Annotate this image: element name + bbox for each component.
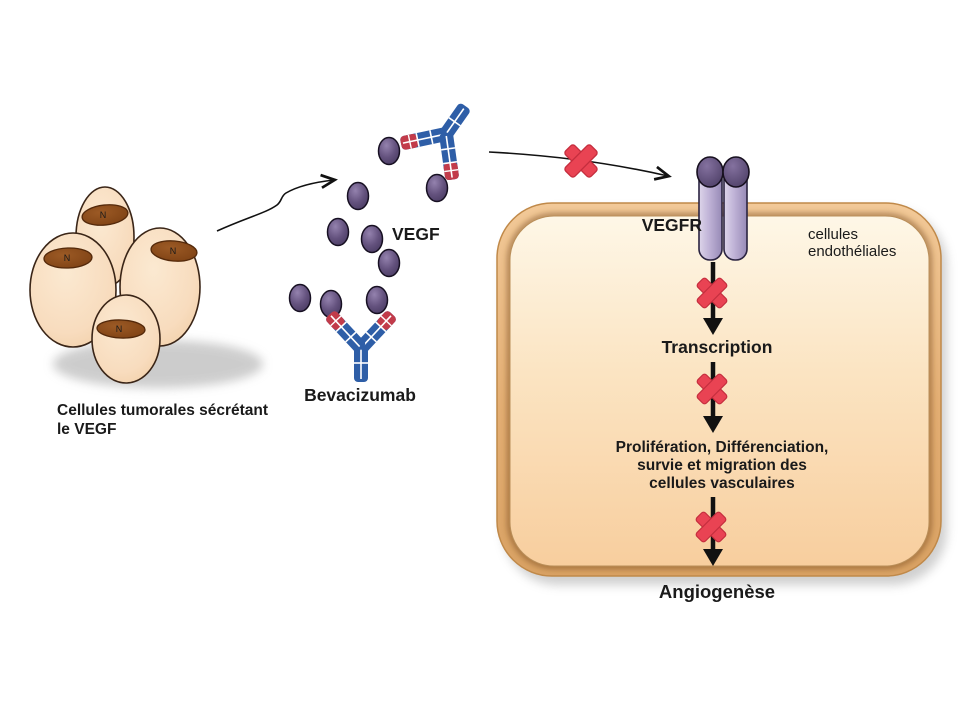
- vegf-label: VEGF: [392, 224, 440, 244]
- cell-type-line2: endothéliales: [808, 243, 896, 260]
- vegf-molecule: [365, 285, 389, 315]
- effects-line3: cellules vasculaires: [649, 475, 795, 492]
- bevacizumab-antibody: [323, 308, 399, 383]
- nucleus-label: N: [64, 253, 71, 263]
- receptor-head: [696, 156, 724, 188]
- tumor-cell: N: [29, 232, 117, 348]
- bevacizumab-label: Bevacizumab: [304, 385, 416, 405]
- secretion-arrow: [216, 173, 338, 232]
- nucleus-label: N: [116, 324, 123, 334]
- bevacizumab-antibody: [393, 84, 497, 188]
- effects-line1: Prolifération, Différenciation,: [616, 439, 829, 456]
- vegf-molecule: [377, 136, 401, 166]
- tumor-cell-nucleus: [81, 204, 129, 226]
- tumor-cell-nucleus: [150, 240, 198, 262]
- vegf-molecule: [360, 224, 384, 254]
- vegf-molecule: [346, 181, 370, 211]
- vegf-molecule: [425, 173, 449, 203]
- transcription-label: Transcription: [662, 337, 773, 357]
- tumor-caption-line1: Cellules tumorales sécrétant: [57, 402, 268, 419]
- inhibition-x-icon: [563, 143, 599, 179]
- vegfr-receptor: [696, 156, 750, 261]
- vegf-molecules-group: [288, 181, 401, 319]
- vegfr-label: VEGFR: [642, 215, 703, 235]
- tumor-cells-group: N N N N Cellules tumorales sécrétant le …: [29, 186, 268, 438]
- tumor-cell-nucleus: [43, 247, 93, 269]
- tumor-cell-nucleus: [96, 319, 146, 339]
- nucleus-label: N: [100, 210, 107, 220]
- cell-type-line1: cellules: [808, 226, 858, 243]
- vegf-molecule: [377, 248, 401, 278]
- effects-line2: survie et migration des: [637, 457, 807, 474]
- tumor-cell: N: [91, 294, 161, 384]
- nucleus-label: N: [170, 246, 177, 256]
- angiogenesis-label: Angiogenèse: [659, 581, 775, 602]
- vegf-molecule: [326, 217, 350, 247]
- antibody-vegf-complex: [377, 84, 497, 203]
- vegf-molecule: [288, 283, 312, 313]
- tumor-caption-line2: le VEGF: [57, 421, 116, 438]
- receptor-head: [722, 156, 750, 188]
